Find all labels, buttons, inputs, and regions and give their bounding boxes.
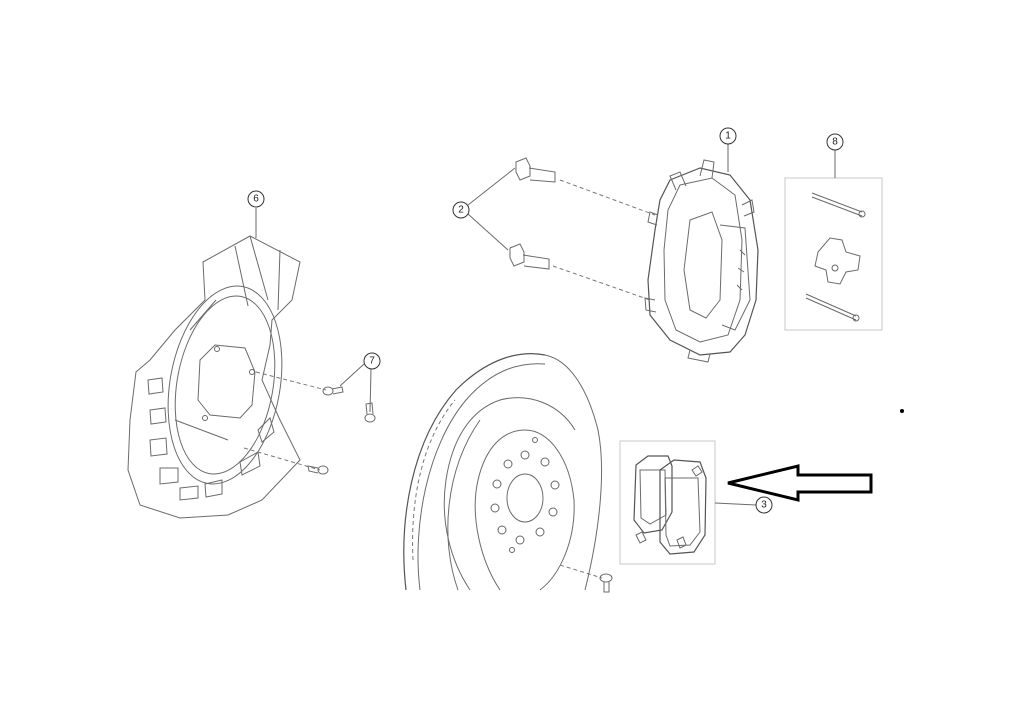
screw-upper xyxy=(322,386,344,396)
shield-screws xyxy=(243,371,376,475)
brake-pads xyxy=(619,440,716,565)
svg-text:3: 3 xyxy=(761,500,767,511)
brake-caliper xyxy=(644,159,759,363)
callout-6: 6 xyxy=(247,190,265,208)
bolt-upper xyxy=(515,157,556,183)
svg-text:2: 2 xyxy=(458,205,464,216)
svg-text:8: 8 xyxy=(832,137,838,148)
svg-text:6: 6 xyxy=(253,194,259,205)
leader-line-7 xyxy=(339,363,372,413)
fitting-kit-box xyxy=(784,177,883,331)
dust-shield xyxy=(127,235,301,519)
callout-3: 3 xyxy=(755,496,773,514)
leader-line-2 xyxy=(467,167,516,251)
stray-dot xyxy=(900,409,904,413)
pad-fitting-kit xyxy=(784,177,883,331)
callout-7: 7 xyxy=(363,352,381,370)
svg-text:7: 7 xyxy=(369,356,375,367)
callout-2: 2 xyxy=(452,201,470,219)
leader-line-3 xyxy=(714,502,757,506)
brake-pads-box xyxy=(619,440,716,565)
disc-screw xyxy=(599,573,613,593)
callout-1: 1 xyxy=(719,127,737,145)
brake-disc xyxy=(403,353,613,593)
callout-8: 8 xyxy=(826,133,844,151)
screw-middle xyxy=(364,402,376,423)
screw-lower xyxy=(307,465,329,475)
bolt-lower xyxy=(509,243,550,270)
highlight-arrow xyxy=(727,464,873,502)
svg-text:1: 1 xyxy=(725,131,731,142)
caliper-bolts xyxy=(509,157,656,301)
